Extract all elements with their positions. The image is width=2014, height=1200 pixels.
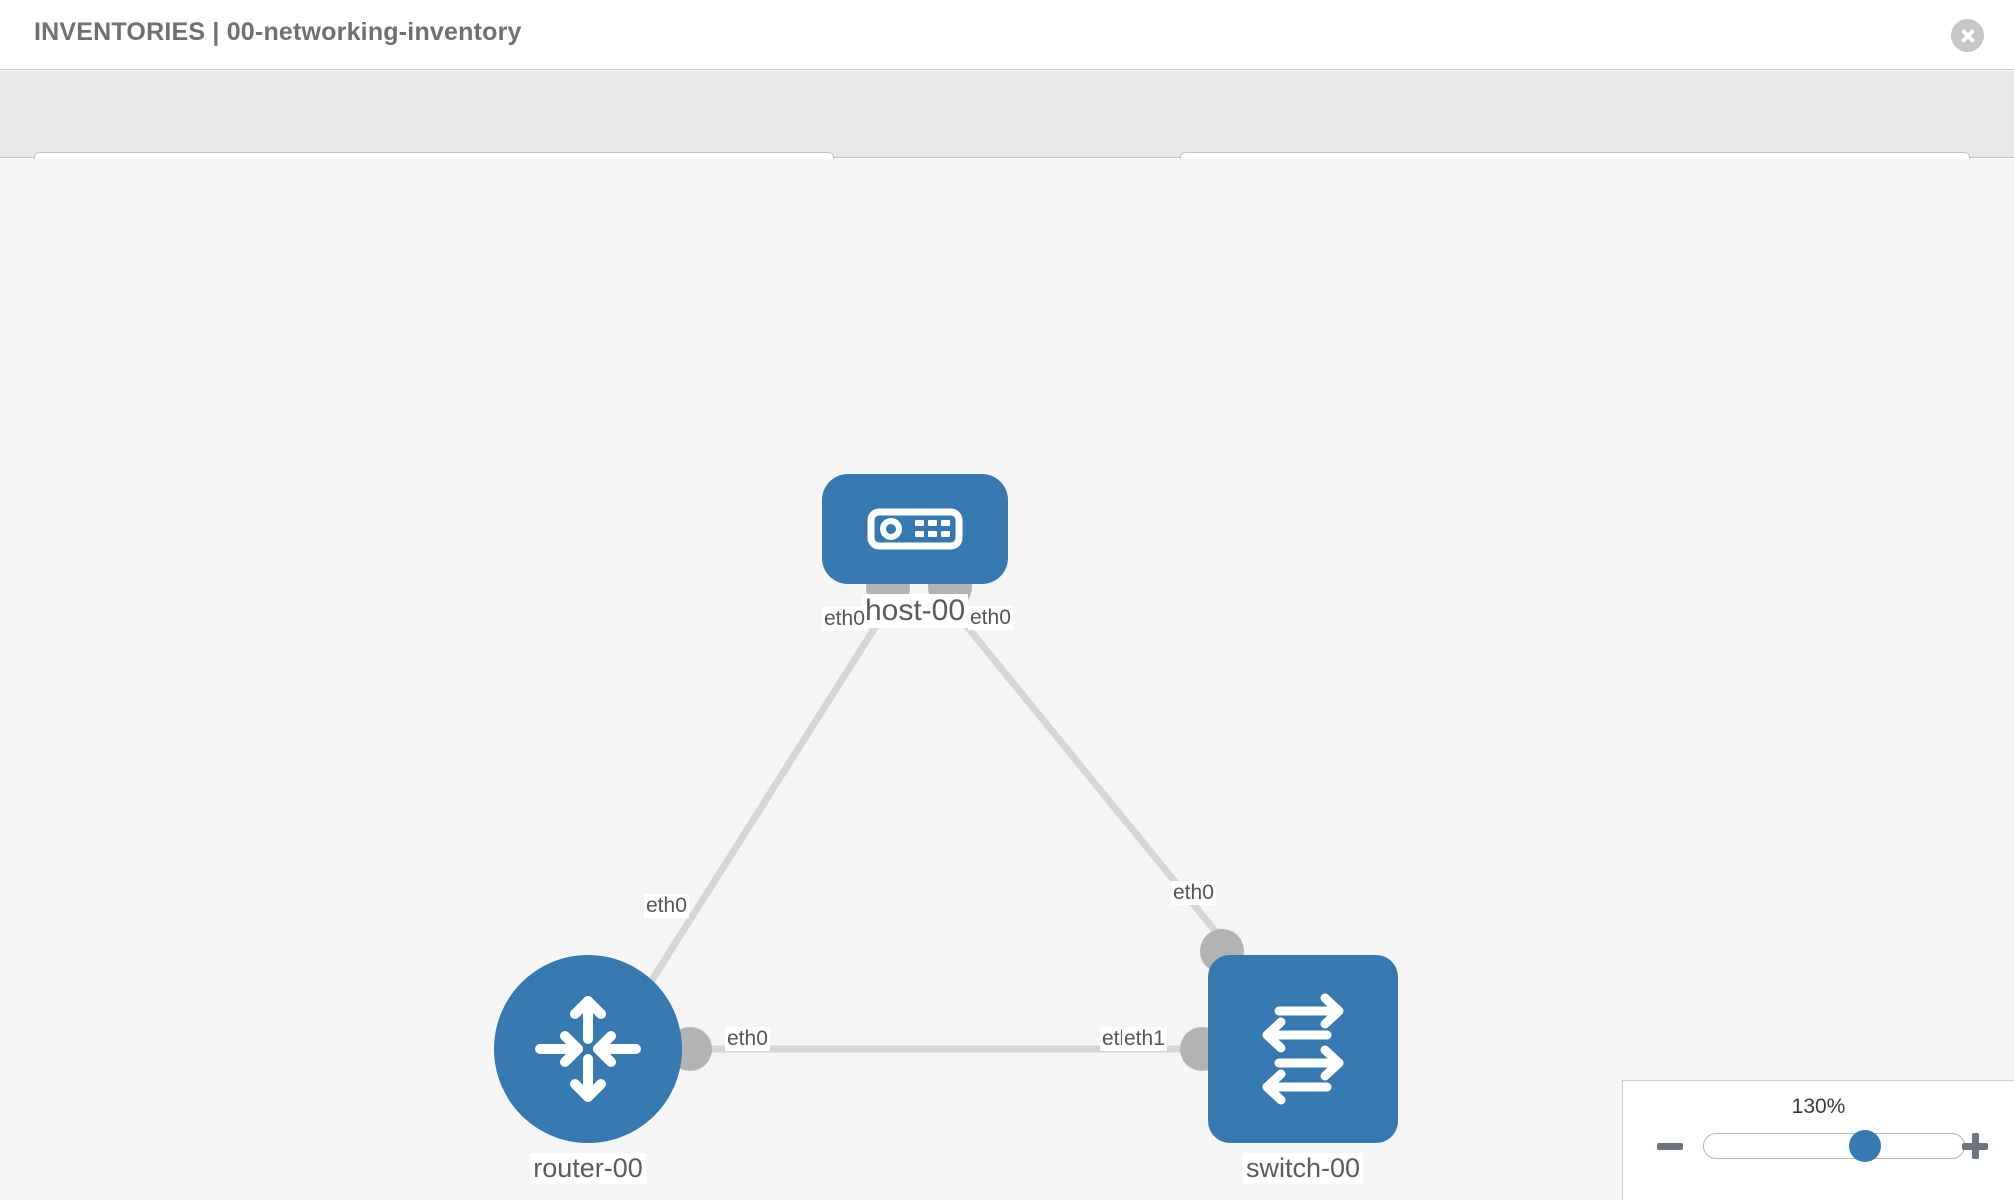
node-label-host-00: host-00	[861, 594, 969, 628]
switch-arrows-icon	[1262, 993, 1344, 1105]
topology-canvas[interactable]: host-00 rout	[0, 159, 2014, 1200]
edge-label-switch-uplink: eth0	[1171, 881, 1216, 905]
router-node-shape[interactable]	[494, 955, 682, 1143]
node-host-00[interactable]: host-00	[822, 474, 1008, 628]
app-header: INVENTORIES | 00-networking-inventory	[0, 0, 2014, 70]
node-label-router-00: router-00	[530, 1153, 646, 1184]
zoom-control-panel: 130%	[1622, 1080, 2014, 1200]
topology-edges	[637, 588, 1241, 1053]
toolbar: ACTIONS SEARCH	[0, 71, 2014, 204]
page-title: INVENTORIES | 00-networking-inventory	[34, 18, 522, 46]
zoom-in-button[interactable]	[1958, 1129, 1992, 1163]
zoom-level-label: 130%	[1791, 1095, 1846, 1118]
node-switch-00[interactable]: switch-00	[1208, 955, 1398, 1195]
server-icon	[867, 508, 963, 550]
node-label-switch-00: switch-00	[1242, 1153, 1364, 1184]
zoom-slider-thumb[interactable]	[1849, 1130, 1882, 1162]
node-router-00[interactable]: router-00	[494, 955, 682, 1195]
switch-node-shape[interactable]	[1208, 955, 1398, 1143]
edge-label-switch-west: eth1	[1122, 1027, 1167, 1051]
edge-label-router-east: eth0	[725, 1027, 770, 1051]
router-arrows-icon	[535, 996, 641, 1102]
edge-label-host-left: eth0	[822, 607, 867, 631]
zoom-slider-track[interactable]	[1703, 1130, 1965, 1162]
zoom-out-button[interactable]	[1653, 1129, 1687, 1163]
edge-label-router-uplink: eth0	[644, 894, 689, 918]
host-node-shape[interactable]	[822, 474, 1008, 584]
edge-label-host-right: eth0	[968, 606, 1013, 630]
close-icon[interactable]	[1951, 19, 1984, 52]
